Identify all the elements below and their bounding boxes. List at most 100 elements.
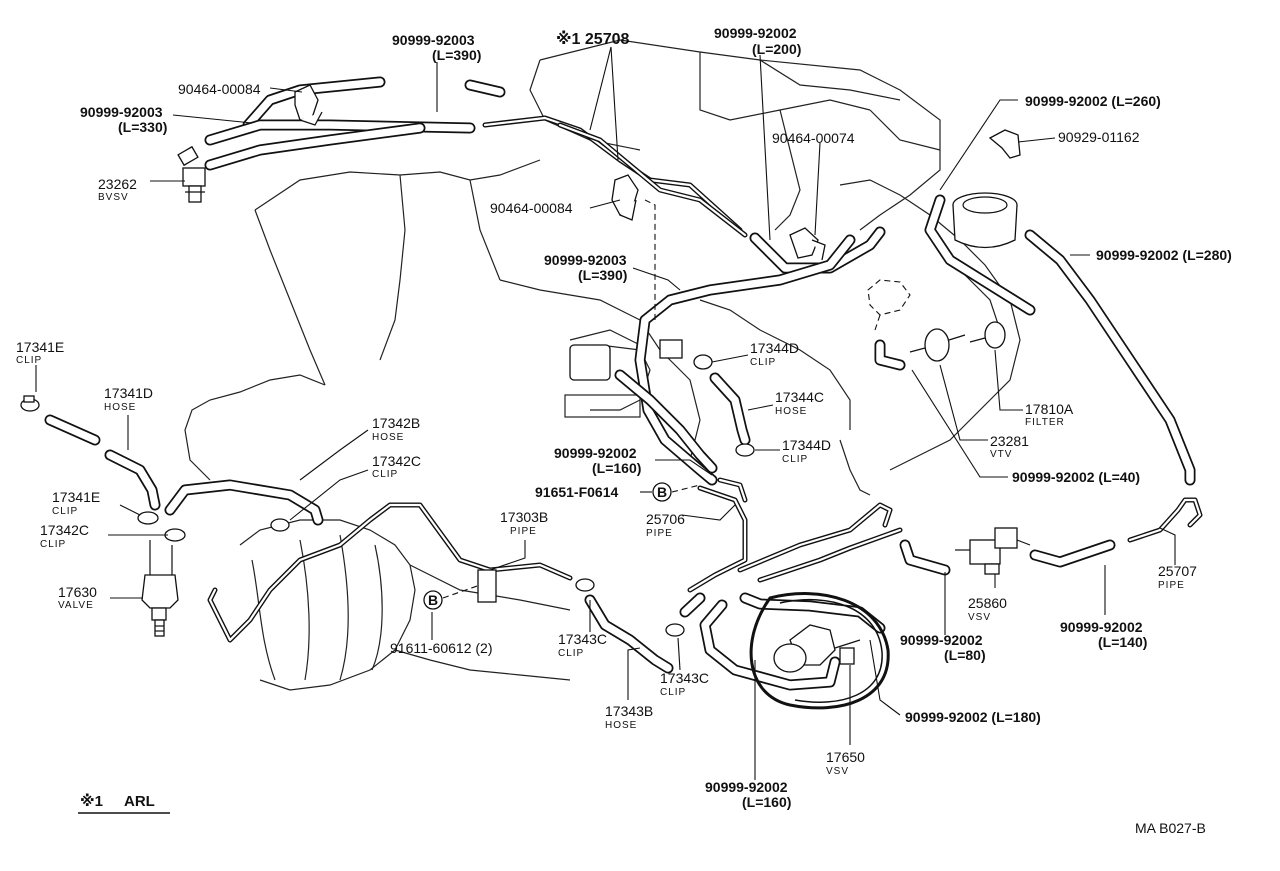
vtv [909, 328, 966, 362]
engine-outline [184, 39, 1021, 691]
label-17344d-top: 17344D [750, 340, 799, 356]
label-hose-d: HOSE [605, 720, 637, 731]
vsv-25860 [955, 527, 1031, 575]
b-marker-b [423, 590, 443, 610]
label-25708: ※1 25708 [556, 30, 629, 48]
label-25860: 25860 [968, 595, 1007, 611]
clip-90464-00084-mid [611, 174, 639, 221]
label-25707: 25707 [1158, 563, 1197, 579]
vsv-17650 [773, 624, 861, 673]
label-clip-a: CLIP [16, 355, 42, 366]
label-90999-92002-260: 90999-92002 (L=260) [1025, 93, 1161, 109]
label-l390-top: (L=390) [432, 47, 481, 63]
clip-17341e-top [20, 395, 40, 412]
label-17342c-left: 17342C [40, 522, 89, 538]
clip-17344d-top [693, 354, 713, 370]
clip-17343c-right [665, 623, 685, 637]
label-17630: 17630 [58, 584, 97, 600]
label-90999-92002-280: 90999-92002 (L=280) [1096, 247, 1232, 263]
label-90999-92002-40: 90999-92002 (L=40) [1012, 469, 1140, 485]
label-l330: (L=330) [118, 119, 167, 135]
parts [20, 84, 1031, 710]
label-17341e-top: 17341E [16, 339, 64, 355]
label-hose-b: HOSE [372, 432, 404, 443]
label-90999-92002-160a: 90999-92002 [554, 445, 637, 461]
label-valve: VALVE [58, 600, 94, 611]
label-17343c-left: 17343C [558, 631, 607, 647]
footnote-mark: ※1 [80, 792, 103, 810]
label-23281: 23281 [990, 433, 1029, 449]
label-clip-e: CLIP [750, 357, 776, 368]
label-90999-92002-140: 90999-92002 [1060, 619, 1143, 635]
hoses [44, 76, 1203, 691]
label-filter: FILTER [1025, 417, 1065, 428]
label-hose-c: HOSE [775, 406, 807, 417]
label-17341e-mid: 17341E [52, 489, 100, 505]
label-90464-00084-top: 90464-00084 [178, 81, 261, 97]
clip-90929-01162 [988, 129, 1021, 159]
label-clip-h: CLIP [660, 687, 686, 698]
label-clip-b: CLIP [52, 506, 78, 517]
label-90999-92003-mid: 90999-92003 [544, 252, 627, 268]
label-23262: 23262 [98, 176, 137, 192]
highlight-circle [749, 592, 890, 710]
label-90464-00074: 90464-00074 [772, 130, 855, 146]
canister [952, 192, 1018, 249]
label-l80: (L=80) [944, 647, 986, 663]
label-pipe-a: PIPE [646, 528, 673, 539]
label-17343c-right: 17343C [660, 670, 709, 686]
label-90929-01162: 90929-01162 [1058, 129, 1140, 145]
label-hose-a: HOSE [104, 402, 136, 413]
label-pipe-b: PIPE [510, 526, 537, 537]
label-17344c: 17344C [775, 389, 824, 405]
label-17343b: 17343B [605, 703, 653, 719]
footnote: ※1 ARL [78, 792, 170, 814]
dashed-fitting [867, 279, 911, 331]
clip-90464-00084-top [294, 84, 323, 126]
label-vtv: VTV [990, 449, 1012, 460]
clip-17343c-left [575, 578, 595, 592]
footnote-label: ARL [124, 793, 155, 810]
label-vsv-a: VSV [968, 612, 991, 623]
label-90999-92002-80: 90999-92002 [900, 632, 983, 648]
label-17810a: 17810A [1025, 401, 1074, 417]
label-17342c-right: 17342C [372, 453, 421, 469]
label-91611-60612: 91611-60612 (2) [390, 640, 492, 656]
label-17303b: 17303B [500, 509, 548, 525]
valve-17630 [141, 540, 179, 637]
leader-lines [35, 46, 1176, 780]
label-l160a: (L=160) [592, 460, 641, 476]
filter [969, 321, 1006, 349]
clip-90464-00074 [789, 227, 826, 261]
part-labels: 90999-92003 (L=390) 90464-00084 90999-92… [16, 25, 1232, 810]
label-91651-f0614: 91651-F0614 [535, 484, 619, 500]
clip-17341e-mid [137, 511, 159, 525]
clip-17344d-mid [735, 443, 755, 457]
label-17341d: 17341D [104, 385, 153, 401]
label-90999-92003-left: 90999-92003 [80, 104, 163, 120]
label-90464-00084-mid: 90464-00084 [490, 200, 573, 216]
label-90999-92002-160b: 90999-92002 [705, 779, 788, 795]
b-marker-a [652, 482, 672, 502]
label-25706: 25706 [646, 511, 685, 527]
throttle-fitting [569, 339, 683, 381]
label-90999-92002-200: 90999-92002 [714, 25, 797, 41]
drawing-code: MA B027-B [1135, 820, 1206, 836]
label-17342b: 17342B [372, 415, 420, 431]
bracket-pipe [477, 569, 497, 603]
label-17650: 17650 [826, 749, 865, 765]
label-b-mark-b: B [428, 592, 438, 608]
bvsv-valve [177, 145, 206, 203]
label-clip-f: CLIP [782, 454, 808, 465]
label-pipe-c: PIPE [1158, 580, 1185, 591]
label-l160b: (L=160) [742, 794, 791, 810]
clip-17342c-right [270, 518, 290, 532]
label-17344d-mid: 17344D [782, 437, 831, 453]
label-clip-c: CLIP [40, 539, 66, 550]
label-l200: (L=200) [752, 41, 801, 57]
label-90999-92003-top: 90999-92003 [392, 32, 475, 48]
label-l390-mid: (L=390) [578, 267, 627, 283]
label-bvsv: BVSV [98, 192, 129, 203]
label-vsv-b: VSV [826, 766, 849, 777]
